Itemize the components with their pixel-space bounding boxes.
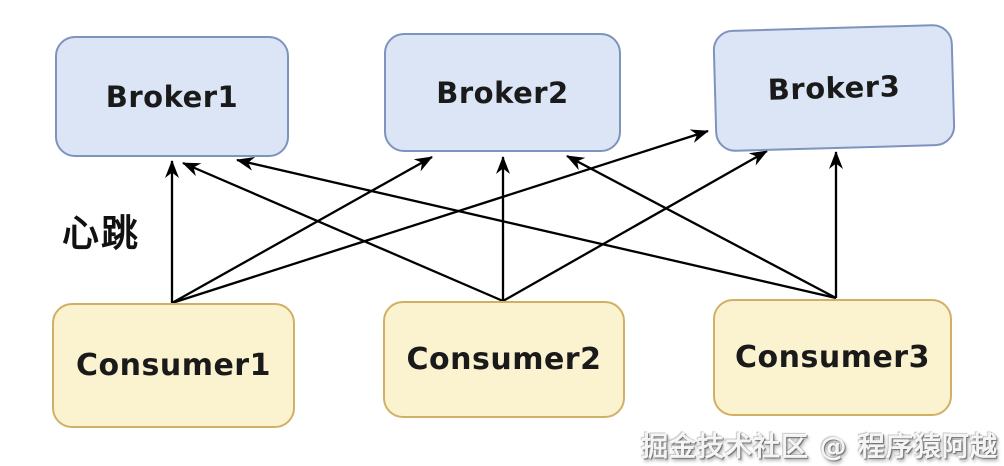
node-consumer1-label: Consumer1 xyxy=(76,348,271,383)
edge-consumer2-broker1 xyxy=(182,161,504,303)
node-broker2-label: Broker2 xyxy=(436,75,569,110)
edge-consumer3-broker2 xyxy=(566,154,837,300)
node-broker1: Broker1 xyxy=(55,36,289,157)
edge-consumer2-broker3 xyxy=(502,150,768,302)
node-consumer2: Consumer2 xyxy=(383,301,625,418)
node-broker1-label: Broker1 xyxy=(105,79,239,114)
node-broker3-label: Broker3 xyxy=(767,69,901,107)
node-consumer3: Consumer3 xyxy=(713,299,952,416)
node-consumer2-label: Consumer2 xyxy=(406,342,602,377)
node-broker2: Broker2 xyxy=(384,33,621,152)
heartbeat-annotation: 心跳 xyxy=(62,212,140,255)
node-consumer3-label: Consumer3 xyxy=(735,340,930,375)
node-consumer1: Consumer1 xyxy=(52,303,295,428)
node-broker3: Broker3 xyxy=(712,23,956,153)
watermark-text: 掘金技术社区 @ 程序猿阿越 xyxy=(641,432,998,463)
edge-consumer1-broker2 xyxy=(171,155,433,305)
edge-consumer3-broker1 xyxy=(236,156,837,300)
